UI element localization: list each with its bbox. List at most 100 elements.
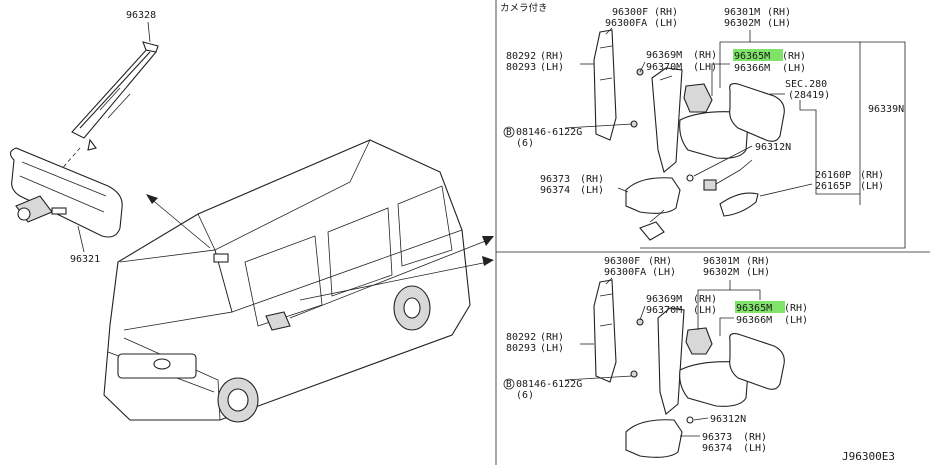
- top-camera-unit[interactable]: [703, 159, 753, 191]
- top-96369m-label[interactable]: 96369M: [646, 50, 682, 61]
- diagram-code: J96300E3: [842, 450, 895, 463]
- top-mirror-base[interactable]: [651, 67, 683, 173]
- bottom-96300f-label[interactable]: 96300F: [604, 256, 640, 267]
- bottom-80292-side: (RH): [540, 332, 564, 343]
- top-96373-label[interactable]: 96373: [540, 174, 570, 185]
- top-bolt-label[interactable]: 08146-6122G: [516, 127, 582, 138]
- van-arrow-to-top-panel: [289, 239, 489, 319]
- top-turn-lamp[interactable]: [719, 192, 759, 217]
- bottom-96365m-side: (RH): [784, 303, 808, 314]
- top-96300fa-side: (LH): [654, 18, 678, 29]
- bottom-96302m-side: (LH): [746, 267, 770, 278]
- top-screw-96312n: [686, 174, 694, 182]
- top-96370m-side: (LH): [693, 62, 717, 73]
- top-sec-ref: (28419): [788, 90, 830, 101]
- top-96312n-label[interactable]: 96312N: [755, 142, 791, 153]
- bottom-mirror-cover[interactable]: [625, 419, 683, 458]
- top-mirror-glass[interactable]: [729, 83, 785, 142]
- bottom-96370m-label[interactable]: 96370M: [646, 305, 682, 316]
- bottom-garnish[interactable]: [593, 279, 617, 383]
- bottom-mirror-glass[interactable]: [729, 333, 785, 390]
- part-96328-label[interactable]: 96328: [126, 10, 156, 21]
- bottom-96373-side: (RH): [743, 432, 767, 443]
- top-96301m-side: (RH): [767, 7, 791, 18]
- bottom-96374-label[interactable]: 96374: [702, 443, 732, 454]
- bottom-96301m-side: (RH): [746, 256, 770, 267]
- top-26165p-label[interactable]: 26165P: [815, 181, 851, 192]
- van-arrow-to-bottom-panel-head: [482, 256, 494, 266]
- top-96374-label[interactable]: 96374: [540, 185, 570, 196]
- bottom-96300f-side: (RH): [648, 256, 672, 267]
- top-sec-label[interactable]: SEC.280: [785, 79, 827, 90]
- bottom-leader-lines: [564, 277, 761, 437]
- part-96321-leader: [77, 225, 85, 253]
- bottom-96374-side: (LH): [743, 443, 767, 454]
- top-80293-side: (LH): [540, 62, 564, 73]
- top-96370m-label[interactable]: 96370M: [646, 62, 682, 73]
- bottom-screw-96312n: [686, 416, 694, 424]
- top-26165p-side: (LH): [860, 181, 884, 192]
- top-harness[interactable]: [639, 209, 665, 241]
- bottom-80292-label[interactable]: 80292: [506, 332, 536, 343]
- top-96365m-side: (RH): [782, 51, 806, 62]
- van-illustration: [103, 139, 471, 423]
- bottom-96373-label[interactable]: 96373: [702, 432, 732, 443]
- top-bolt-qty: (6): [516, 138, 534, 149]
- camera-note: カメラ付き: [500, 3, 548, 14]
- bottom-96369m-side: (RH): [693, 294, 717, 305]
- bottom-80293-label[interactable]: 80293: [506, 343, 536, 354]
- top-camera-cover[interactable]: [625, 177, 681, 214]
- top-26160p-side: (RH): [860, 170, 884, 181]
- bottom-mirror-housing[interactable]: [679, 361, 749, 407]
- top-96339n-label[interactable]: 96339N: [868, 104, 904, 115]
- top-bolt-mark-circle: [503, 126, 515, 138]
- top-96365m-highlight: [733, 49, 783, 61]
- top-80292-label[interactable]: 80292: [506, 51, 536, 62]
- bottom-96312n-label[interactable]: 96312N: [710, 414, 746, 425]
- top-96302m-label[interactable]: 96302M: [724, 18, 760, 29]
- bottom-96300fa-side: (LH): [652, 267, 676, 278]
- top-96373-side: (RH): [580, 174, 604, 185]
- top-96302m-side: (LH): [767, 18, 791, 29]
- top-96300fa-label[interactable]: 96300FA: [605, 18, 647, 29]
- bottom-96366m-label[interactable]: 96366M: [736, 315, 772, 326]
- top-96300f-label[interactable]: 96300F: [612, 7, 648, 18]
- bottom-mirror-base[interactable]: [657, 307, 685, 415]
- top-mirror-housing[interactable]: [679, 111, 749, 159]
- part-96321-label[interactable]: 96321: [70, 254, 100, 265]
- top-leader-lines: [564, 27, 906, 249]
- bottom-96301m-label[interactable]: 96301M: [703, 256, 739, 267]
- bottom-80293-side: (LH): [540, 343, 564, 354]
- bottom-96300fa-label[interactable]: 96300FA: [604, 267, 646, 278]
- rearview-mirror-bracket[interactable]: [71, 41, 159, 151]
- bottom-bolt-mark: B: [506, 379, 512, 390]
- top-96365m-label[interactable]: 96365M: [734, 51, 770, 62]
- top-26160p-label[interactable]: 26160P: [815, 170, 851, 181]
- top-96374-side: (LH): [580, 185, 604, 196]
- top-80293-label[interactable]: 80293: [506, 62, 536, 73]
- bottom-bolt-label[interactable]: 08146-6122G: [516, 379, 582, 390]
- van-arrow-to-top-panel-head: [482, 236, 494, 246]
- top-96366m-side: (LH): [782, 63, 806, 74]
- bottom-96302m-label[interactable]: 96302M: [703, 267, 739, 278]
- van-arrow-to-bottom-panel: [299, 261, 489, 301]
- van-arrow-to-mirror-head: [146, 194, 158, 204]
- top-96301m-label[interactable]: 96301M: [724, 7, 760, 18]
- bottom-motor[interactable]: [685, 327, 713, 355]
- part-96328-leader: [147, 21, 151, 43]
- bottom-96365m-label[interactable]: 96365M: [736, 303, 772, 314]
- top-bolt-mark: B: [506, 127, 512, 138]
- bottom-96369m-label[interactable]: 96369M: [646, 294, 682, 305]
- bottom-96370m-side: (LH): [693, 305, 717, 316]
- bottom-96366m-side: (LH): [784, 315, 808, 326]
- rearview-mirror[interactable]: [9, 147, 123, 238]
- bottom-bolt-mark-circle: [503, 378, 515, 390]
- top-96366m-label[interactable]: 96366M: [734, 63, 770, 74]
- top-96300f-side: (RH): [654, 7, 678, 18]
- top-motor[interactable]: [683, 83, 713, 113]
- bottom-bolt-qty: (6): [516, 390, 534, 401]
- van-arrow-to-mirror: [149, 197, 211, 249]
- top-garnish[interactable]: [593, 29, 617, 141]
- top-80292-side: (RH): [540, 51, 564, 62]
